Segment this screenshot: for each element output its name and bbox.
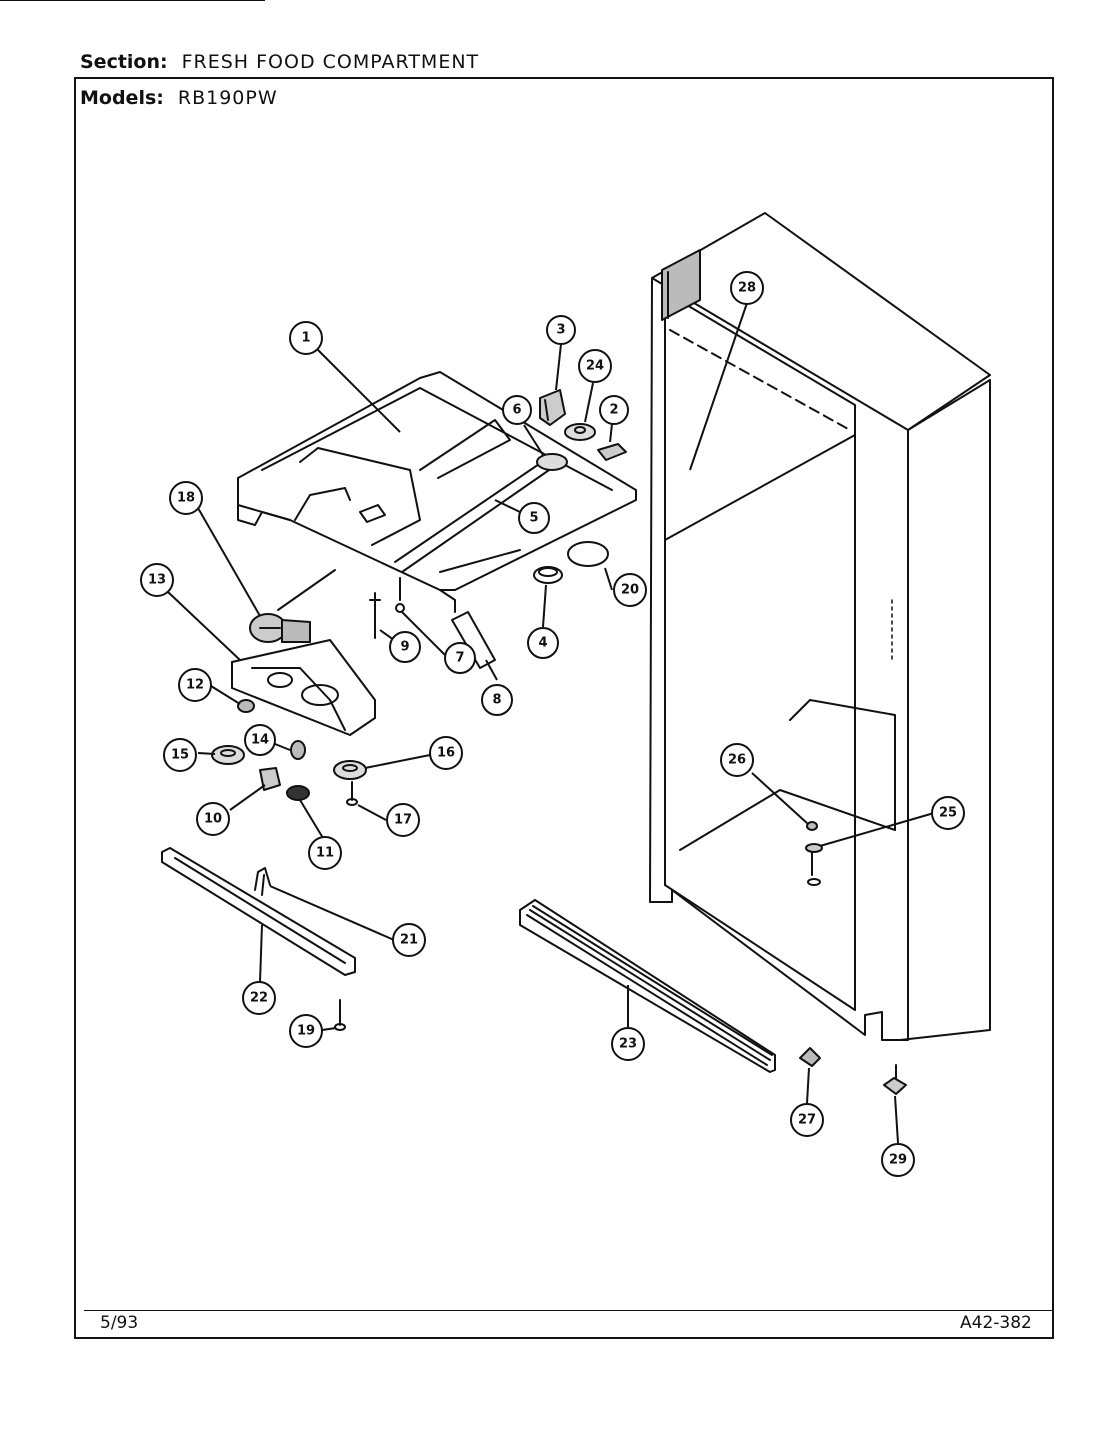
knob-20	[567, 541, 609, 567]
models-value: RB190PW	[177, 87, 278, 109]
callout-13: 13	[140, 563, 174, 597]
callout-29: 29	[881, 1143, 915, 1177]
callout-12: 12	[178, 668, 212, 702]
svg-text:18: 18	[177, 491, 195, 506]
svg-text:28: 28	[738, 281, 756, 296]
parts-cluster-top	[536, 389, 627, 471]
svg-text:19: 19	[297, 1024, 315, 1039]
cabinet-liner	[649, 212, 991, 1041]
svg-text:8: 8	[492, 693, 501, 708]
svg-text:1: 1	[301, 331, 310, 346]
leader-lines	[167, 302, 935, 1144]
section-value: FRESH FOOD COMPARTMENT	[181, 51, 480, 73]
screw-25	[805, 843, 823, 886]
svg-text:25: 25	[939, 806, 957, 821]
callout-25: 25	[931, 796, 965, 830]
models-label: Models:	[80, 87, 164, 109]
svg-text:27: 27	[798, 1113, 816, 1128]
svg-text:17: 17	[394, 813, 412, 828]
top-rule	[0, 0, 265, 1]
callout-10: 10	[196, 802, 230, 836]
svg-text:11: 11	[316, 846, 334, 861]
roller-27	[799, 1047, 821, 1067]
svg-text:24: 24	[586, 359, 604, 374]
svg-text:20: 20	[621, 583, 639, 598]
light-box-13	[231, 639, 376, 736]
svg-text:5: 5	[529, 511, 538, 526]
svg-text:3: 3	[556, 323, 565, 338]
svg-text:13: 13	[148, 573, 166, 588]
part-12	[237, 699, 255, 713]
callout-7: 7	[444, 642, 476, 674]
callout-3: 3	[546, 315, 576, 345]
svg-text:7: 7	[455, 651, 464, 666]
bracket-22	[161, 847, 356, 976]
svg-text:2: 2	[609, 403, 618, 418]
callout-21: 21	[392, 923, 426, 957]
svg-text:12: 12	[186, 678, 204, 693]
revision-date: 5/93	[100, 1313, 139, 1333]
callout-6: 6	[502, 395, 532, 425]
callout-20: 20	[613, 573, 647, 607]
control-housing-1	[237, 371, 637, 613]
diagram-frame	[74, 77, 1054, 1339]
bulb-11	[286, 785, 310, 801]
callout-24: 24	[578, 349, 612, 383]
callout-2: 2	[599, 395, 629, 425]
cabinet-hinge-28	[661, 249, 701, 321]
svg-text:26: 26	[728, 753, 746, 768]
grille-23	[519, 899, 776, 1073]
socket-10	[259, 767, 281, 791]
document-number: A42-382	[960, 1313, 1032, 1333]
part-14	[290, 740, 306, 760]
svg-text:10: 10	[204, 812, 222, 827]
callout-28: 28	[730, 271, 764, 305]
callout-22: 22	[242, 981, 276, 1015]
callout-15: 15	[163, 738, 197, 772]
section-label: Section:	[80, 51, 168, 73]
callout-17: 17	[386, 803, 420, 837]
svg-text:9: 9	[400, 640, 409, 655]
svg-text:4: 4	[538, 636, 547, 651]
part-26	[806, 821, 818, 831]
section-header: Section: FRESH FOOD COMPARTMENT	[80, 51, 479, 73]
callout-26: 26	[720, 743, 754, 777]
svg-text:29: 29	[889, 1153, 907, 1168]
thermostat-18	[249, 569, 336, 643]
callout-27: 27	[790, 1103, 824, 1137]
svg-text:14: 14	[251, 733, 269, 748]
callout-23: 23	[611, 1027, 645, 1061]
models-header: Models: RB190PW	[80, 87, 278, 109]
screws-7-9	[369, 577, 405, 639]
callout-4: 4	[527, 627, 559, 659]
callout-14: 14	[244, 724, 276, 756]
svg-text:22: 22	[250, 991, 268, 1006]
svg-text:15: 15	[171, 748, 189, 763]
callout-18: 18	[169, 481, 203, 515]
svg-text:21: 21	[400, 933, 418, 948]
callout-11: 11	[308, 836, 342, 870]
footer-rule	[84, 1310, 1054, 1311]
callout-8: 8	[481, 684, 513, 716]
capillary-5	[394, 459, 546, 563]
callout-16: 16	[429, 736, 463, 770]
callout-5: 5	[518, 502, 550, 534]
callout-19: 19	[289, 1014, 323, 1048]
svg-text:16: 16	[437, 746, 455, 761]
svg-text:6: 6	[512, 403, 521, 418]
svg-text:23: 23	[619, 1037, 637, 1052]
callout-1: 1	[289, 321, 323, 355]
leveler-29	[883, 1064, 907, 1095]
callout-9: 9	[389, 631, 421, 663]
